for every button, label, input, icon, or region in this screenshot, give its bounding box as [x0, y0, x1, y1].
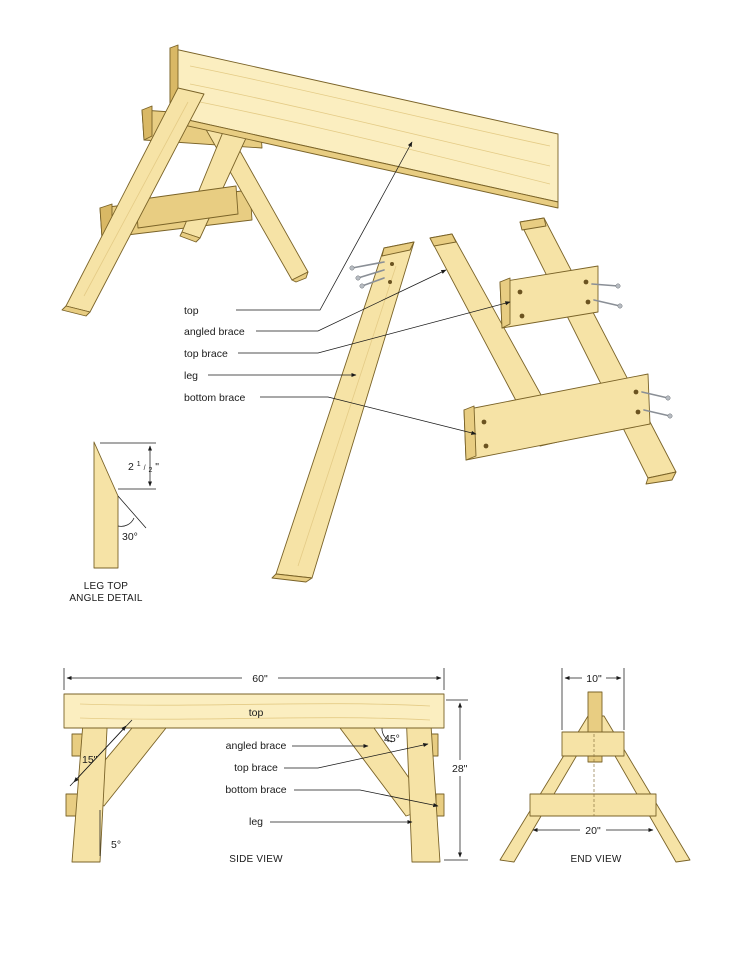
- side-label-leg: leg: [249, 816, 263, 828]
- end-view-caption: END VIEW: [570, 854, 621, 865]
- side-height: 28": [452, 763, 468, 775]
- side-brace-angle: 45°: [384, 733, 400, 745]
- side-label-bottom-brace: bottom brace: [225, 784, 286, 796]
- label-bottom-brace: bottom brace: [184, 392, 245, 404]
- label-top-brace: top brace: [184, 348, 228, 360]
- side-view-caption: SIDE VIEW: [229, 854, 283, 865]
- end-top-width: 10": [586, 673, 602, 685]
- side-view: top 60" 28" 15" 5° 45° angled brace top …: [63, 668, 468, 865]
- side-leg-angle: 5°: [111, 839, 121, 851]
- end-view: 10" 20" END VIEW: [499, 668, 691, 865]
- side-label-top: top: [249, 707, 264, 719]
- side-label-top-brace: top brace: [234, 762, 278, 774]
- label-leg: leg: [184, 370, 198, 382]
- label-angled-brace: angled brace: [184, 326, 245, 338]
- side-length: 60": [252, 673, 268, 685]
- exploded-parts: [271, 217, 677, 583]
- leg-top-angle-detail: 2 1 / 2 " 30° LEG TOP ANGLE DETAIL: [69, 441, 159, 604]
- leg-detail-dim: 2 1 / 2 ": [128, 457, 159, 475]
- leg-detail-caption-1: LEG TOP: [84, 581, 129, 592]
- exploded-callouts: top angled brace top brace leg bottom br…: [184, 141, 511, 435]
- leg-detail-angle: 30°: [122, 531, 138, 543]
- side-brace-length: 15": [82, 754, 98, 766]
- side-label-angled-brace: angled brace: [226, 740, 287, 752]
- assembled-sawhorse: [61, 44, 559, 317]
- leg-detail-caption-2: ANGLE DETAIL: [69, 593, 143, 604]
- label-top: top: [184, 305, 199, 317]
- end-bottom-width: 20": [585, 825, 601, 837]
